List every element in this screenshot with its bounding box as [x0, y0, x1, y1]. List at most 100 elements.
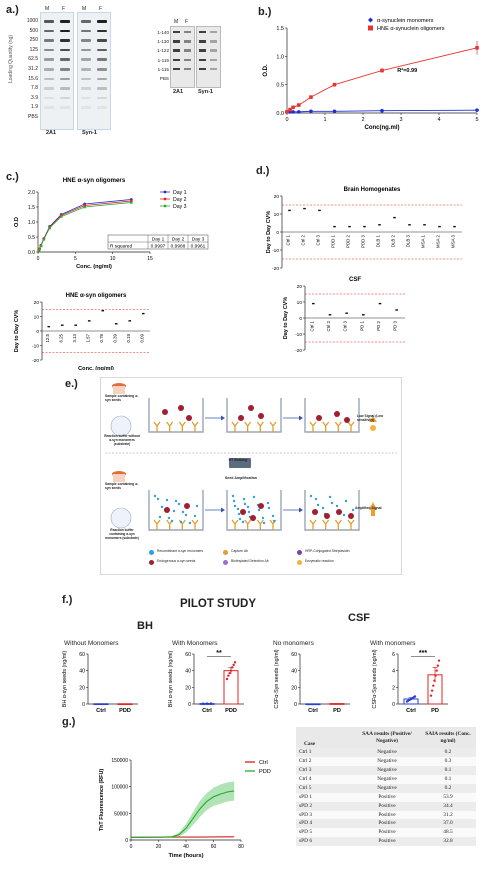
data-point — [309, 109, 313, 114]
x-category-label: DLB 3 — [406, 234, 411, 247]
capture-antibody — [231, 421, 239, 432]
y-axis-label: Day to Day CV% — [266, 211, 272, 254]
variant-level-label: 1-119 — [157, 57, 169, 63]
cell-saa: Positive — [354, 819, 420, 829]
inset-table-value: 0.9961 — [191, 244, 206, 250]
x-tick-label: 60 — [211, 844, 217, 850]
blot-label-2a1: 2A1 — [46, 130, 57, 136]
capture-antibody — [347, 519, 355, 530]
variant-blot-label-2a1: 2A1 — [173, 89, 184, 95]
y-axis-label: Day to Day CV% — [283, 297, 289, 340]
variant-header-f: F — [185, 19, 189, 25]
individual-point — [228, 671, 231, 675]
alpha-syn-monomer — [158, 515, 162, 519]
data-point — [87, 320, 91, 322]
blot-band — [97, 48, 107, 52]
data-point — [303, 207, 306, 210]
sample-tube — [113, 474, 125, 482]
alpha-syn-seed — [258, 413, 264, 419]
blot-band — [81, 106, 91, 109]
alpha-syn-monomer — [160, 505, 164, 509]
blot-band — [81, 58, 91, 61]
legend-label: PDD — [259, 769, 271, 775]
signal-burst — [370, 425, 376, 431]
blot-variants-syn1 — [196, 26, 221, 88]
bh-heading: BH — [137, 620, 153, 632]
alpha-syn-seed — [316, 415, 322, 421]
shaker-device — [229, 458, 251, 468]
variant-band — [199, 67, 206, 71]
blot-band — [97, 106, 107, 109]
significance-marker: *** — [419, 650, 427, 657]
subtitle-with-monomers-csf: With monomers — [370, 640, 416, 647]
cell-saia: 34.4 — [420, 801, 476, 811]
bar — [117, 703, 133, 706]
capture-antibody — [244, 421, 252, 432]
cell-case: sPD 6 — [296, 837, 354, 847]
y-tick-label: -10 — [272, 248, 279, 254]
y-axis-label: CSFα-Syn seeds (ng/ml) — [372, 649, 378, 708]
cell-saa: Negative — [354, 783, 420, 793]
y-tick-label: 0 — [392, 702, 395, 708]
y-tick-label: 2 — [392, 685, 395, 691]
panel-c-label: c.) — [6, 171, 19, 183]
variant-band — [210, 40, 217, 43]
alpha-syn-monomer — [156, 497, 160, 501]
legend-swatch — [149, 550, 154, 555]
data-point — [285, 110, 289, 114]
y-tick-label: 0 — [294, 702, 297, 708]
x-category-label: 0.09 — [139, 333, 144, 342]
capture-antibody — [269, 421, 277, 432]
alpha-syn-monomer — [271, 514, 275, 518]
series-line — [131, 790, 235, 838]
cell-saia: 53.9 — [420, 792, 476, 802]
x-category-label: Ctrl 1 — [309, 320, 314, 331]
data-point — [438, 225, 441, 228]
cell-case: sPD 1 — [296, 792, 354, 802]
variant-level-label: 1-140 — [157, 30, 169, 35]
data-point — [291, 110, 295, 114]
table-header-row: Case SAA results (Positive/ Negative) SA… — [296, 727, 476, 749]
alpha-syn-monomer — [181, 510, 185, 514]
legend-marker — [163, 204, 167, 208]
y-tick-label: 1.5 — [28, 205, 35, 211]
data-point — [83, 205, 87, 209]
data-point — [333, 225, 336, 228]
x-axis-label: Conc. (ng/ml) — [78, 366, 114, 370]
y-tick-label: 0.0 — [276, 111, 284, 117]
cell-saa: Positive — [354, 801, 420, 811]
blot-band — [44, 87, 54, 90]
blot-band — [44, 48, 54, 52]
blot-band — [81, 77, 91, 81]
legend-label: Day 2 — [173, 197, 187, 203]
y-tick-label: 20 — [34, 300, 40, 306]
y-axis-label: ThT Fluorescence (RFU) — [99, 769, 105, 832]
inset-table-row-label: R squared — [110, 244, 132, 250]
legend-swatch — [149, 560, 154, 565]
legend-item-label: Enzymatic reaction — [305, 559, 334, 563]
data-point — [129, 200, 133, 204]
cell-case: Ctrl 5 — [296, 783, 354, 793]
data-point — [395, 309, 398, 311]
variant-blot-label-syn1: Syn-1 — [198, 89, 213, 95]
y-tick-label: 1.0 — [28, 220, 35, 226]
loading-level-label: 15.6 — [28, 75, 38, 82]
individual-point — [231, 666, 234, 669]
alpha-syn-monomer — [351, 508, 355, 512]
individual-point — [225, 677, 229, 681]
blot-band — [97, 96, 107, 100]
blot-band — [44, 77, 54, 81]
capture-antibody — [256, 519, 264, 530]
data-point — [59, 215, 63, 218]
data-point — [101, 310, 105, 312]
blot-band — [81, 39, 91, 42]
inset-table-header: Day 3 — [192, 237, 205, 243]
x-category-label: PDD — [225, 708, 237, 714]
alpha-syn-monomer — [237, 512, 241, 516]
individual-point — [436, 664, 440, 667]
variant-band — [210, 31, 217, 34]
alpha-syn-monomer — [174, 499, 178, 503]
